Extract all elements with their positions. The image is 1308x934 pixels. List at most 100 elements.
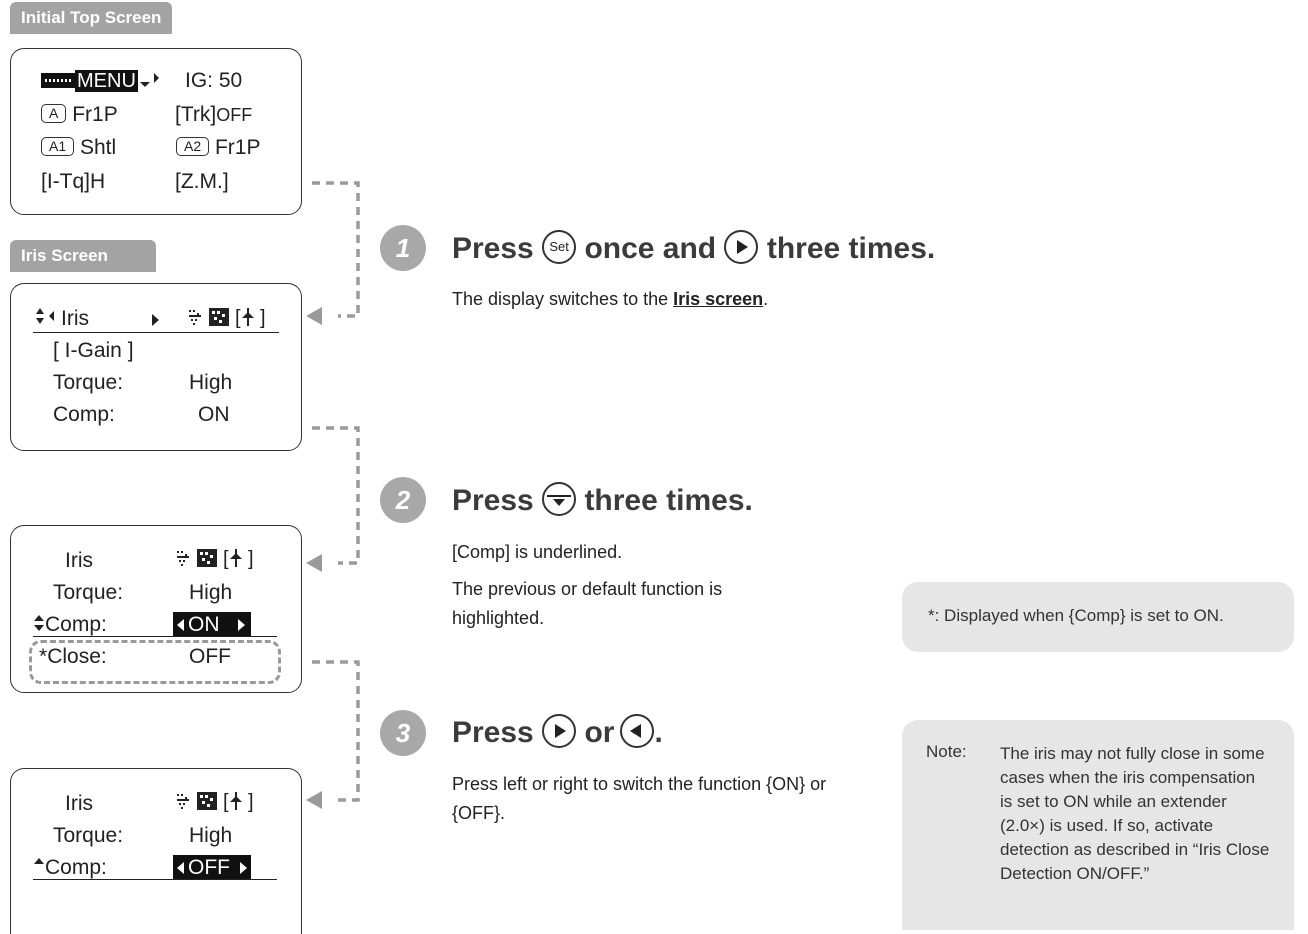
status-icons-svg: [ ] (177, 791, 254, 813)
comp-value-highlight: OFF (173, 855, 251, 879)
svg-text:]: ] (248, 548, 254, 570)
step-2-press: Press (452, 484, 534, 517)
torque-label: Torque: (53, 824, 124, 847)
set-button-label: Set (549, 239, 569, 254)
svg-text:[: [ (223, 791, 229, 813)
step-1-press: Press (452, 232, 534, 265)
torque-value: High (189, 371, 233, 394)
step-1-number: 1 (380, 225, 426, 271)
torque-label: Torque: (53, 581, 124, 604)
note-label: Note: (926, 742, 967, 761)
step-1-mid: once and (584, 232, 717, 265)
step-2-number: 2 (380, 477, 426, 523)
step-2-heading: Press three times. (452, 482, 753, 518)
right-button-icon (542, 714, 577, 748)
asterisk: * (39, 645, 48, 668)
step-1-post: three times. (766, 232, 936, 265)
ig-value: IG: 50 (185, 69, 243, 92)
menu-icon (41, 73, 75, 88)
right-arrow-icon (152, 314, 159, 326)
note-text: The iris may not fully close in some cas… (1000, 744, 1270, 883)
iris-title-row: Iris (35, 305, 89, 332)
close-dashed-highlight (29, 640, 281, 684)
step-2-post: three times. (584, 484, 753, 517)
a2-row: A2 Fr1P (176, 135, 260, 161)
iris-screen-link[interactable]: Iris screen (673, 289, 764, 309)
up-down-icon (34, 615, 44, 631)
a-label: A (41, 104, 67, 123)
arrow-2-icon (306, 554, 322, 572)
step-1-text-post: . (763, 289, 769, 309)
comp-selected-screen: Iris [ ] Torque: High Comp: ON *Close: O… (10, 525, 302, 693)
step-3-heading: Press or. (452, 714, 663, 750)
comp-value: ON (188, 613, 220, 636)
screen3-title: Iris (65, 549, 93, 572)
right-button-icon (724, 230, 759, 264)
iris-title: Iris (61, 307, 89, 330)
svg-text:[: [ (223, 548, 229, 570)
initial-top-screen-label: Initial Top Screen (10, 2, 173, 34)
close-value: OFF (189, 645, 231, 668)
status-icons-svg: [ ] (177, 548, 254, 570)
step-2-line-2: The previous or default function is high… (452, 579, 723, 628)
torque-label: Torque: (53, 371, 124, 394)
close-row: *Close: (39, 644, 107, 670)
down-button-icon (542, 482, 577, 516)
right-arrow-icon (240, 862, 247, 874)
svg-text:[: [ (235, 307, 241, 329)
iris-title-underline (33, 332, 279, 333)
status-icons-svg: [ ] (189, 307, 266, 329)
a-row: A Fr1P (41, 102, 118, 128)
up-icon (34, 858, 44, 864)
a-value: Fr1P (72, 103, 118, 126)
trk-row: [Trk]OFF (175, 102, 252, 128)
step-3-press: Press (452, 716, 534, 749)
step-1-text-pre: The display switches to the (452, 289, 674, 309)
status-icons: [ ] (187, 305, 277, 334)
footnote-box: *: Displayed when {Comp} is set to ON. (902, 582, 1294, 652)
i-tq-value: [I-Tq]H (41, 170, 106, 193)
step-3-mid: or (584, 716, 615, 749)
step-1-heading: Press Set once and three times. (452, 230, 935, 266)
comp-label: Comp: (53, 403, 115, 426)
menu-item: MENU (41, 68, 160, 94)
right-arrow-icon (238, 619, 245, 631)
left-arrow-icon (177, 619, 184, 631)
zm-value: [Z.M.] (175, 170, 229, 193)
a1-row: A1 Shtl (41, 135, 116, 161)
comp-value: OFF (188, 856, 230, 879)
comp-off-screen: Iris [ ] Torque: High Comp: OFF (10, 768, 302, 934)
arrow-1-icon (306, 307, 322, 325)
a2-label: A2 (176, 137, 210, 156)
connector-1 (312, 181, 360, 318)
step-3-number: 3 (380, 710, 426, 756)
trk-value: OFF (216, 105, 253, 125)
comp-row: Comp: (33, 855, 107, 881)
comp-underline (33, 636, 277, 637)
status-icons: [ ] (175, 546, 265, 575)
close-label: Close: (47, 645, 107, 668)
torque-value: High (189, 824, 233, 847)
comp-row: Comp: (33, 612, 107, 638)
connector-3 (312, 660, 360, 802)
a2-value: Fr1P (214, 136, 261, 159)
comp-label: Comp: (45, 613, 107, 636)
left-button-icon (620, 714, 655, 748)
screen4-title: Iris (65, 792, 93, 815)
note-box: Note: The iris may not fully close in so… (902, 720, 1294, 930)
step-3-post: . (654, 716, 663, 749)
a1-label: A1 (41, 137, 75, 156)
status-icons: [ ] (175, 789, 265, 818)
a1-value: Shtl (79, 136, 117, 159)
arrow-3-icon (306, 791, 322, 809)
step-2-line-1: [Comp] is underlined. (452, 542, 623, 562)
left-arrow-icon (177, 862, 184, 874)
comp-underline (33, 879, 277, 880)
iris-screen-label: Iris Screen (10, 240, 156, 272)
iris-screen: Iris [ ] [ I-Gain ] Torque: High Comp: O… (10, 283, 302, 451)
svg-text:]: ] (260, 307, 266, 329)
up-down-left-icon (36, 308, 54, 324)
trk-label: [Trk] (175, 103, 217, 126)
svg-text:]: ] (248, 791, 254, 813)
footnote-text: *: Displayed when {Comp} is set to ON. (928, 606, 1224, 625)
